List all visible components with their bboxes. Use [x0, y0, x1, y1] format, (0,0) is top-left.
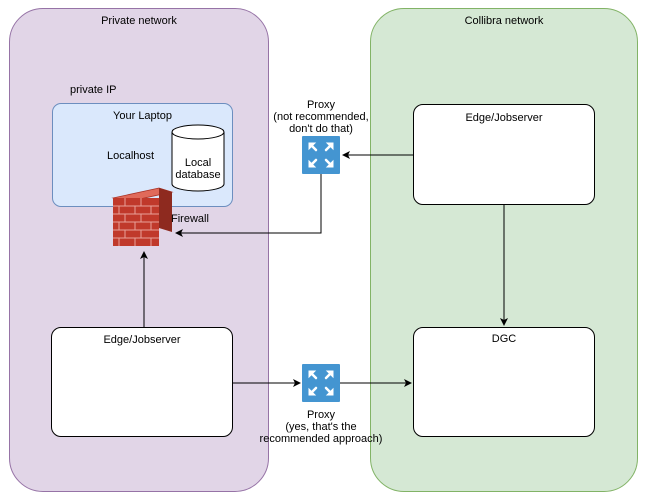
proxy-top-to-firewall-arrow: [175, 174, 322, 237]
edge-jobserver-collibra-label: Edge/Jobserver: [465, 112, 543, 124]
edge-jobserver-private-box[interactable]: [51, 327, 233, 437]
private-ip-label: private IP: [70, 84, 117, 96]
proxy-top-label: Proxy (not recommended, don't do that): [273, 99, 369, 135]
proxy-bottom-icon[interactable]: [302, 364, 340, 402]
firewall-icon: [111, 187, 174, 246]
private-network-label: Private network: [101, 15, 177, 27]
collibra-network-label: Collibra network: [464, 15, 544, 27]
proxy-top-icon[interactable]: [302, 136, 340, 174]
local-database-label: Local database: [175, 157, 221, 181]
firewall-label: Firewall: [171, 213, 209, 225]
proxy-bottom-label: Proxy (yes, that's the recommended appro…: [259, 409, 383, 445]
edge-jobserver-collibra-box[interactable]: [413, 104, 595, 205]
dgc-box[interactable]: [413, 327, 595, 437]
dgc-label: DGC: [491, 333, 517, 345]
edge-jobserver-private-label: Edge/Jobserver: [103, 334, 181, 346]
database-icon: [171, 124, 225, 192]
laptop-label: Your Laptop: [113, 110, 172, 122]
localhost-label: Localhost: [107, 150, 155, 162]
